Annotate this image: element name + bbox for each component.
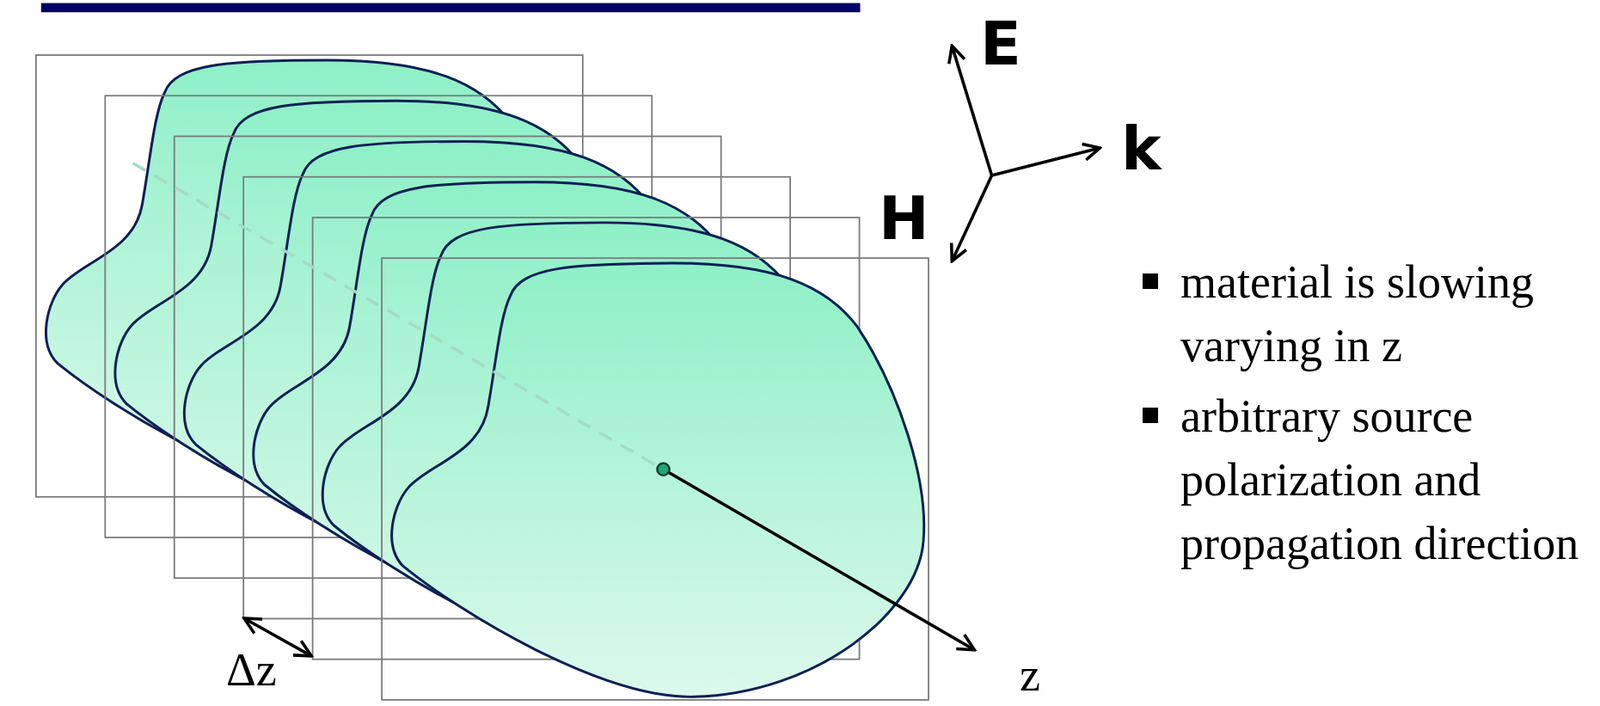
wavevector-label: k [1121, 118, 1162, 179]
field-label-h: H [878, 188, 930, 249]
field-label-e: E [980, 13, 1022, 74]
slice-stack [36, 55, 929, 700]
bullet-note: arbitrary source polarization and propag… [1180, 384, 1595, 576]
step-label: Δz [226, 646, 277, 693]
origin-dot [656, 463, 669, 476]
bullet-square [1142, 273, 1159, 289]
axis-dashed [133, 163, 663, 469]
bullet-note: material is slowing varying in z [1180, 250, 1595, 378]
bullet-square [1142, 407, 1159, 423]
z-axis-arrow [663, 469, 975, 650]
axis-label: z [1019, 651, 1041, 699]
title-bar [41, 3, 861, 13]
field-triad [951, 45, 1100, 261]
